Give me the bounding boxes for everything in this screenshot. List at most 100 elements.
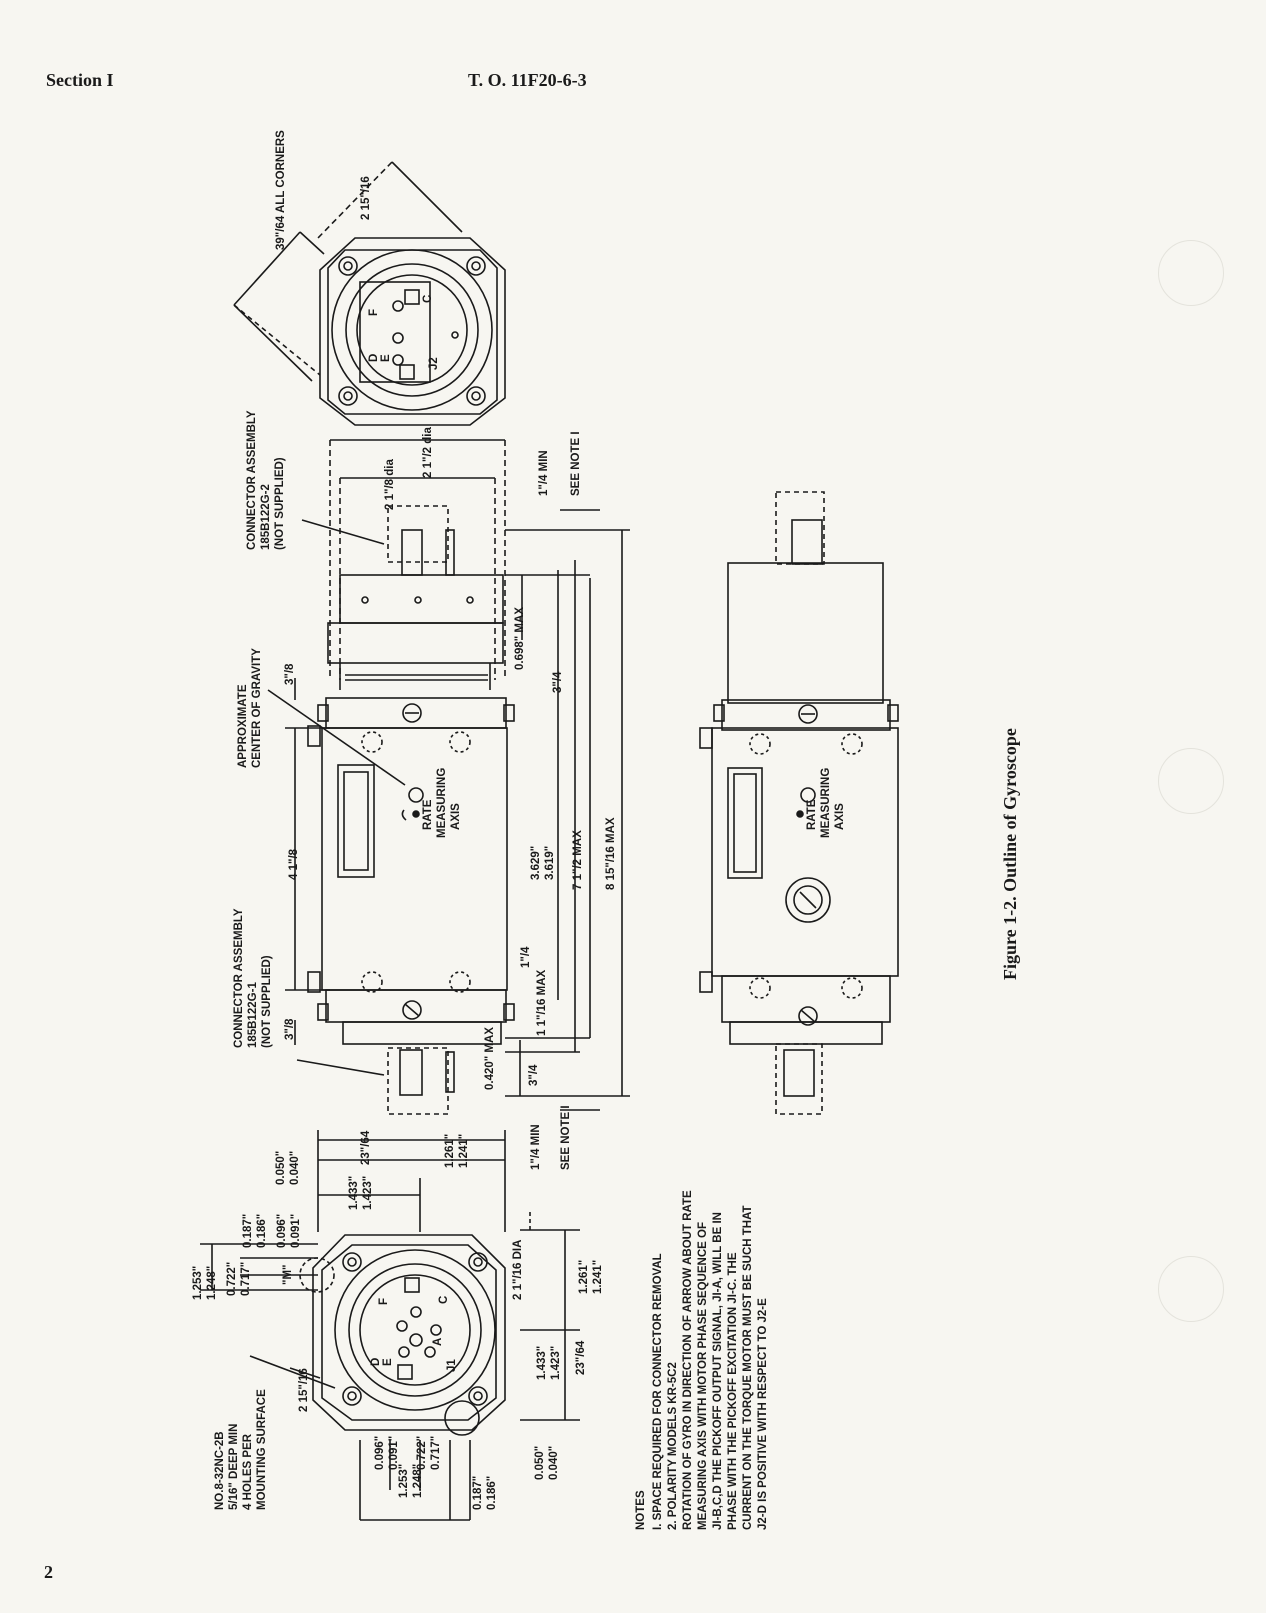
end-dim-right-0040: 0.040" — [548, 1445, 560, 1480]
dim-dia-small: 2 1"/8 dia — [384, 459, 396, 510]
dim-0420-max: 0.420" MAX — [484, 1027, 496, 1090]
dim-3629: 3.629" — [530, 845, 542, 880]
dim-three-quarter: 3"/4 — [552, 671, 564, 693]
holes-note-line3: 4 HOLES PER — [242, 1433, 254, 1510]
holes-note-line2: 5/16" DEEP MIN — [228, 1423, 240, 1510]
dim-three-quarter-bot: 3"/4 — [528, 1064, 540, 1086]
end-dim-1241: 1.241" — [458, 1133, 470, 1168]
dim-dia-large: 2 1"/2 dia — [422, 427, 434, 478]
end-dim-0187: 0.187" — [242, 1213, 254, 1248]
note-2-line3: JI-B,C,D THE PICKOFF OUTPUT SIGNAL, JI-A… — [712, 1212, 724, 1530]
dim-min-top: 1"/4 MIN — [538, 450, 550, 496]
dim-3619: 3.619" — [544, 845, 556, 880]
connector-j2-line1: CONNECTOR ASSEMBLY — [246, 410, 258, 550]
holes-note-line4: MOUNTING SURFACE — [256, 1389, 268, 1510]
figure-caption: Figure 1-2. Outline of Gyroscope — [1000, 728, 1020, 980]
end-dim-1253: 1.253" — [192, 1265, 204, 1300]
dim-see-note-bot: SEE NOTE I — [560, 1105, 572, 1170]
dim-quarter: 1"/4 — [520, 946, 532, 968]
dim-three-eighths-bot: 3"/8 — [284, 1018, 296, 1040]
end-dim-0050: 0.050" — [275, 1150, 287, 1185]
end-dim-0091: 0.091" — [290, 1213, 302, 1248]
connector-j2-line3: (NOT SUPPLIED) — [274, 457, 286, 550]
end-pin-f: F — [378, 1297, 390, 1305]
note-2-line1: ROTATION OF GYRO IN DIRECTION OF ARROW A… — [682, 1190, 694, 1530]
end-dim-1423: 1.423" — [362, 1175, 374, 1210]
pin-label-e: E — [380, 354, 392, 362]
end-dim-bot-0717: 0.717" — [430, 1435, 442, 1470]
bottom-end-view — [200, 1130, 580, 1521]
end-dim-m: "M" — [282, 1264, 294, 1285]
connector-j1-line3: (NOT SUPPLIED) — [261, 955, 273, 1048]
end-dim-right-1241: 1.241" — [592, 1259, 604, 1294]
dim-0698-max: 0.698" MAX — [514, 607, 526, 670]
end-dim-bot-0096: 0.096" — [374, 1435, 386, 1470]
dim-eight-fifteen-max: 8 15"/16 MAX — [605, 817, 617, 890]
end-dim-right-23-64: 23"/64 — [575, 1340, 587, 1375]
end-dim-bot-0187: 0.187" — [472, 1475, 484, 1510]
side-view — [267, 439, 630, 1115]
end-dim-right-1423: 1.423" — [550, 1345, 562, 1380]
end-dim-0722: 0.722" — [226, 1261, 238, 1296]
end-dim-bot-0186: 0.186" — [486, 1475, 498, 1510]
note-2-line6: J2-D IS POSITIVE WITH RESPECT TO J2-E — [757, 1298, 769, 1530]
right-rate-axis-line2: MEASURING — [820, 767, 832, 838]
end-dim-0717: 0.717" — [240, 1261, 252, 1296]
end-dim-corner: 2 15"/16 — [298, 1368, 310, 1412]
note-2-line5: CURRENT ON THE TORQUE MOTOR MUST BE SUCH… — [742, 1205, 754, 1530]
end-dim-1261: 1.261" — [444, 1133, 456, 1168]
end-dim-0186: 0.186" — [256, 1213, 268, 1248]
note-2-title: 2. POLARITY MODELS KR-5C2 — [667, 1362, 679, 1530]
center-of-gravity-line1: APPROXIMATE — [237, 684, 249, 769]
pin-label-c: C — [422, 294, 434, 303]
punch-hole — [1158, 748, 1224, 814]
connector-label-j2: J2 — [428, 357, 440, 370]
end-dim-1433: 1.433" — [348, 1175, 360, 1210]
corner-dim-all-corners: 39"/64 ALL CORNERS — [275, 130, 287, 250]
dim-four-eighth: 4 1"/8 — [288, 848, 300, 880]
end-dim-right-1433: 1.433" — [536, 1345, 548, 1380]
end-dim-bot-1253: 1.253" — [398, 1463, 410, 1498]
end-dim-0096: 0.096" — [276, 1213, 288, 1248]
end-pin-a: A — [432, 1337, 444, 1346]
connector-j2-line2: 185B122G-2 — [260, 484, 272, 550]
connector-j1-line1: CONNECTOR ASSEMBLY — [233, 908, 245, 1048]
pin-label-f: F — [368, 308, 380, 316]
end-dim-right-1261: 1.261" — [578, 1259, 590, 1294]
holes-note-line1: NO.8-32NC-2B — [214, 1431, 226, 1510]
end-dim-dia: 2 1"/16 DIA — [512, 1239, 524, 1300]
technical-order-number: T. O. 11F20-6-3 — [468, 70, 587, 90]
punch-hole — [1158, 240, 1224, 306]
punch-hole — [1158, 1256, 1224, 1322]
corner-dim-2-15-16: 2 15"/16 — [360, 176, 372, 220]
page-number: 2 — [44, 1562, 53, 1582]
top-end-view — [233, 161, 506, 426]
right-side-view — [699, 491, 899, 1115]
dim-one-sixteenth-max: 1 1"/16 MAX — [536, 969, 548, 1036]
right-rate-axis-line1: RATE — [806, 799, 818, 830]
end-dim-1248: 1.248" — [206, 1265, 218, 1300]
right-rate-axis-line3: AXIS — [834, 803, 846, 830]
end-dim-0040: 0.040" — [289, 1150, 301, 1185]
notes-title: NOTES — [635, 1490, 647, 1530]
note-2-line2: MEASURING AXIS WITH MOTOR PHASE SEQUENCE… — [697, 1222, 709, 1530]
rate-axis-line3: AXIS — [450, 803, 462, 830]
center-of-gravity-line2: CENTER OF GRAVITY — [251, 648, 263, 768]
dim-seven-half-max: 7 1"/2 MAX — [572, 830, 584, 890]
rate-axis-line2: MEASURING — [436, 767, 448, 838]
dim-see-note-top: SEE NOTE I — [570, 431, 582, 496]
rate-axis-line1: RATE — [422, 799, 434, 830]
end-dim-bot-0722: 0.722" — [416, 1435, 428, 1470]
end-pin-c: C — [438, 1295, 450, 1304]
note-1: I. SPACE REQUIRED FOR CONNECTOR REMOVAL — [652, 1253, 664, 1530]
section-label: Section I — [46, 70, 114, 90]
end-dim-right-0050: 0.050" — [534, 1445, 546, 1480]
note-2-line4: PHASE WITH THE PICKOFF EXCITATION JI-C. … — [727, 1252, 739, 1531]
end-pin-j1: J1 — [446, 1359, 458, 1372]
end-pin-e: E — [382, 1358, 394, 1366]
connector-j1-line2: 185B122G-1 — [247, 982, 259, 1048]
dim-three-eighths-top: 3"/8 — [284, 663, 296, 685]
dim-min-bot: 1"/4 MIN — [530, 1124, 542, 1170]
end-dim-23-64: 23"/64 — [360, 1130, 372, 1165]
